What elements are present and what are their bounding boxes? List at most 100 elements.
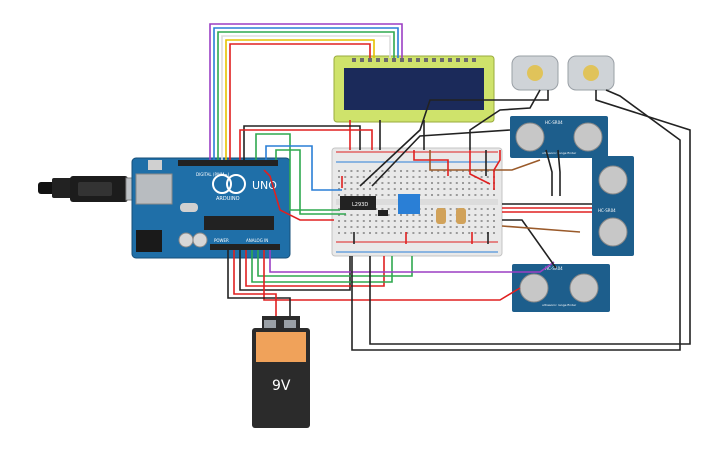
breadboard-hole xyxy=(375,176,378,178)
breadboard-hole xyxy=(362,176,365,178)
capacitor-ceramic-2 xyxy=(456,208,466,224)
breadboard-hole xyxy=(418,176,421,178)
breadboard-hole xyxy=(486,170,489,172)
breadboard-hole xyxy=(412,170,415,172)
breadboard-hole xyxy=(480,226,483,228)
breadboard-hole xyxy=(356,188,359,190)
sensor-1-transducer-right xyxy=(573,122,603,152)
lcd-pin xyxy=(424,58,428,62)
wire-red xyxy=(239,129,373,160)
breadboard-hole xyxy=(412,226,415,228)
breadboard-hole xyxy=(437,188,440,190)
breadboard-hole xyxy=(437,170,440,172)
breadboard-hole xyxy=(480,182,483,184)
breadboard-hole xyxy=(431,182,433,184)
breadboard-hole xyxy=(393,176,396,178)
analog-header-label: ANALOG IN xyxy=(246,238,268,243)
breadboard-hole xyxy=(375,220,378,222)
usb-cable-body xyxy=(52,178,72,198)
breadboard-hole xyxy=(356,220,359,222)
breadboard-hole xyxy=(393,232,396,234)
breadboard-hole xyxy=(369,214,371,216)
breadboard-hole xyxy=(338,214,340,216)
breadboard-hole xyxy=(443,170,446,172)
breadboard-hole xyxy=(400,188,402,190)
wire-red xyxy=(493,150,501,190)
breadboard-hole xyxy=(449,176,452,178)
breadboard-hole xyxy=(375,226,378,228)
breadboard-hole xyxy=(350,176,353,178)
breadboard-hole xyxy=(455,226,458,228)
breadboard-hole xyxy=(455,232,458,234)
lcd-pin xyxy=(448,58,452,62)
breadboard-hole xyxy=(356,194,359,196)
breadboard-hole xyxy=(406,232,409,234)
lcd-pin xyxy=(392,58,396,62)
breadboard-hole xyxy=(400,182,402,184)
breadboard-hole xyxy=(375,214,378,216)
breadboard-hole xyxy=(474,214,477,216)
breadboard-hole xyxy=(418,188,421,190)
wire-red xyxy=(469,150,491,185)
wire-black xyxy=(502,219,557,269)
breadboard-hole xyxy=(480,220,483,222)
breadboard-hole xyxy=(449,226,452,228)
breadboard-hole xyxy=(350,220,353,222)
power-analog-header xyxy=(210,244,280,250)
breadboard-hole xyxy=(412,220,415,222)
breadboard-hole xyxy=(375,194,378,196)
lcd-screen xyxy=(344,68,484,110)
breadboard-hole xyxy=(443,182,446,184)
usb-jack xyxy=(135,173,173,205)
breadboard-hole xyxy=(412,182,415,184)
capacitor-2 xyxy=(192,232,208,248)
breadboard-hole xyxy=(400,220,402,222)
breadboard-hole xyxy=(462,176,464,178)
wire-white xyxy=(221,35,391,160)
digital-header-label: DIGITAL (PWM~) xyxy=(196,172,230,177)
breadboard-hole xyxy=(424,188,427,190)
breadboard-hole xyxy=(431,176,433,178)
breadboard-hole xyxy=(412,176,415,178)
breadboard-hole xyxy=(393,194,396,196)
breadboard-hole xyxy=(418,182,421,184)
breadboard-hole xyxy=(369,170,371,172)
breadboard-hole xyxy=(424,170,427,172)
wire-black xyxy=(469,89,541,150)
wire-blue xyxy=(265,145,342,191)
dc-motor-1 xyxy=(511,55,559,91)
breadboard-hole xyxy=(468,226,471,228)
breadboard-hole xyxy=(443,226,446,228)
sensor-1-caption: ultrasonic range finder xyxy=(542,151,577,155)
breadboard-hole xyxy=(455,170,458,172)
breadboard-hole xyxy=(468,176,471,178)
ultrasonic-sensor-2: HC-SR04 xyxy=(592,156,634,256)
breadboard-hole xyxy=(418,170,421,172)
wire-black xyxy=(369,90,691,345)
breadboard-hole xyxy=(474,194,477,196)
power-header-label: POWER xyxy=(214,238,229,243)
breadboard-hole xyxy=(381,170,384,172)
breadboard-hole xyxy=(474,232,477,234)
wire-red xyxy=(233,250,277,316)
sensor-1-pin-label: HC-SR04 xyxy=(545,120,563,125)
breadboard-hole xyxy=(480,208,483,210)
breadboard-hole xyxy=(400,214,402,216)
breadboard-hole xyxy=(406,170,409,172)
breadboard: L293D xyxy=(331,147,503,257)
breadboard-hole xyxy=(424,194,427,196)
breadboard-hole xyxy=(406,188,409,190)
arduino-uno-logo: UNO xyxy=(252,179,277,192)
breadboard-hole xyxy=(381,194,384,196)
breadboard-hole xyxy=(369,188,371,190)
battery-9v: 9V xyxy=(252,316,310,428)
breadboard-hole xyxy=(455,176,458,178)
breadboard-hole xyxy=(424,232,427,234)
wire-blue xyxy=(213,27,399,160)
capacitor-1 xyxy=(178,232,194,248)
breadboard-hole xyxy=(462,232,464,234)
lcd-pin-row xyxy=(352,58,476,62)
wire-green xyxy=(275,149,346,215)
breadboard-hole xyxy=(375,232,378,234)
